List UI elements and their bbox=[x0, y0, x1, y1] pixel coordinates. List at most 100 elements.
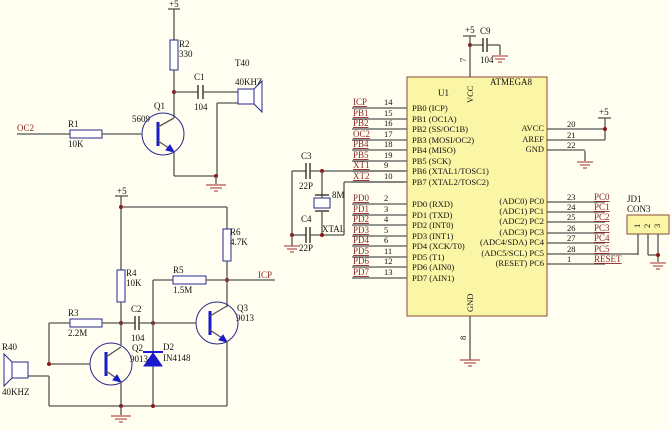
pin-number: 22 bbox=[567, 140, 576, 150]
r3-ref: R3 bbox=[68, 308, 79, 318]
xtal-value: 8M bbox=[332, 190, 345, 200]
r5-ref: R5 bbox=[173, 265, 184, 275]
pin-name: PB0 (ICP) bbox=[412, 103, 448, 113]
pin-name: PD4 (XCK/T0) bbox=[412, 241, 465, 251]
icp-net-label: ICP bbox=[258, 270, 272, 280]
pin-name: PB4 (MISO) bbox=[412, 145, 456, 155]
pin-name: (ADC0) PC0 bbox=[499, 196, 544, 206]
gnd-pin-num: 8 bbox=[458, 336, 468, 340]
pin-name: GND bbox=[526, 144, 544, 154]
pin-name: PD2 (INT0) bbox=[412, 220, 453, 230]
r2-value: 330 bbox=[179, 49, 193, 59]
mcu-ground-symbol bbox=[460, 359, 480, 367]
t40-ref: T40 bbox=[235, 58, 250, 68]
pin-number: 4 bbox=[384, 214, 389, 224]
agnd-ground-symbol bbox=[577, 151, 593, 169]
pin-name: PB5 (SCK) bbox=[412, 156, 451, 166]
pin-name: PB1 (OC1A) bbox=[412, 114, 457, 124]
pin-name: PD5 (T1) bbox=[412, 252, 445, 262]
pin-number: 9 bbox=[384, 160, 388, 170]
pin-number: 14 bbox=[384, 97, 393, 107]
pin-number: 1 bbox=[567, 254, 571, 264]
r3-value: 2.2M bbox=[68, 328, 87, 338]
receiver-section: +5 R6 4.7K ICP R4 10K R3 2.2M C2 104 bbox=[2, 186, 275, 423]
pin-name: PD6 (AIN0) bbox=[412, 262, 454, 272]
q3-ref: Q3 bbox=[237, 303, 248, 313]
pin-number: 28 bbox=[567, 244, 576, 254]
jd1-pin-2: 2 bbox=[642, 224, 652, 228]
pin-name: (ADC1) PC1 bbox=[499, 206, 544, 216]
pin-name: (RESET) PC6 bbox=[496, 258, 544, 268]
c4-value: 22P bbox=[299, 243, 313, 253]
avcc-power-label: +5 bbox=[599, 107, 609, 117]
pin-name: PD7 (AIN1) bbox=[412, 273, 454, 283]
transducer-r40 bbox=[11, 361, 29, 379]
net-label: PD4 bbox=[353, 235, 370, 245]
pin-number: 27 bbox=[567, 233, 576, 243]
pin-name: PB6 (XTAL1/TOSC1) bbox=[412, 166, 489, 176]
jd1-pin-1: 1 bbox=[632, 224, 642, 228]
q2-ref: Q2 bbox=[132, 343, 143, 353]
mcu-body bbox=[406, 76, 548, 317]
net-label: XT2 bbox=[353, 171, 370, 181]
mcu-part: ATMEGA8 bbox=[490, 77, 532, 87]
pin-number: 20 bbox=[567, 119, 576, 129]
power-label: +5 bbox=[169, 0, 179, 9]
pin-name: PB2 (SS/OC1B) bbox=[412, 124, 468, 134]
pin-name: AVCC bbox=[521, 123, 544, 133]
r4-value: 10K bbox=[126, 278, 142, 288]
pin-name: PB3 (MOSI/OC2) bbox=[412, 135, 474, 145]
r40-value: 40KHZ bbox=[2, 387, 30, 397]
r4-ref: R4 bbox=[126, 268, 137, 278]
resistor-r5 bbox=[172, 275, 207, 285]
q2-value: 9013 bbox=[130, 354, 149, 364]
jd1-ground-symbol bbox=[650, 262, 666, 270]
transducer-t40 bbox=[237, 88, 255, 105]
net-label: PD1 bbox=[353, 204, 369, 214]
net-label: PC2 bbox=[594, 212, 610, 222]
pin-number: 21 bbox=[567, 130, 576, 140]
pin-number: 2 bbox=[384, 193, 388, 203]
gnd-label: GND bbox=[465, 294, 475, 312]
pin-number: 25 bbox=[567, 212, 576, 222]
pin-name: (ADC2) PC2 bbox=[499, 216, 544, 226]
net-label: PC0 bbox=[594, 192, 610, 202]
net-label: PD2 bbox=[353, 214, 369, 224]
r1-value: 10K bbox=[68, 139, 84, 149]
vcc-label: VCC bbox=[465, 85, 475, 103]
net-label: PD7 bbox=[353, 267, 370, 277]
pin-number: 10 bbox=[384, 171, 393, 181]
net-label: PC5 bbox=[594, 244, 610, 254]
pin-name: AREF bbox=[522, 134, 544, 144]
mcu-ref: U1 bbox=[438, 88, 449, 98]
c9-ref: C9 bbox=[480, 26, 491, 36]
transistor-q3 bbox=[195, 301, 239, 345]
rx-power-label: +5 bbox=[117, 186, 127, 196]
xtal-ground-symbol bbox=[284, 245, 300, 253]
connector-jd1: JD1 CON3 1 2 3 bbox=[626, 194, 670, 270]
jd1-ref: JD1 bbox=[627, 194, 642, 204]
d2-value: IN4148 bbox=[163, 353, 191, 363]
transmitter-section: +5 R2 330 C1 104 T40 40KHZ Q1 5609 bbox=[17, 0, 263, 192]
pin-name: (ADC3) PC3 bbox=[499, 227, 544, 237]
pin-number: 6 bbox=[384, 235, 388, 245]
c9-ground-symbol bbox=[492, 55, 508, 63]
net-label: PC4 bbox=[594, 233, 610, 243]
right-top-pin-list: 20 AVCC 21 AREF 22 GND bbox=[521, 119, 605, 154]
c9-value: 104 bbox=[480, 55, 494, 65]
c3-ref: C3 bbox=[301, 151, 312, 161]
oc2-net-label: OC2 bbox=[17, 123, 34, 133]
pin-number: 26 bbox=[567, 223, 576, 233]
pin-number: 17 bbox=[384, 129, 393, 139]
q1-value: 5609 bbox=[132, 114, 151, 124]
resistor-r4 bbox=[116, 269, 126, 303]
d2-ref: D2 bbox=[163, 342, 174, 352]
net-label: PD3 bbox=[353, 225, 370, 235]
net-label: XT1 bbox=[353, 160, 370, 170]
q3-value: 9013 bbox=[236, 313, 255, 323]
c2-ref: C2 bbox=[131, 304, 142, 314]
pin-number: 15 bbox=[384, 108, 393, 118]
